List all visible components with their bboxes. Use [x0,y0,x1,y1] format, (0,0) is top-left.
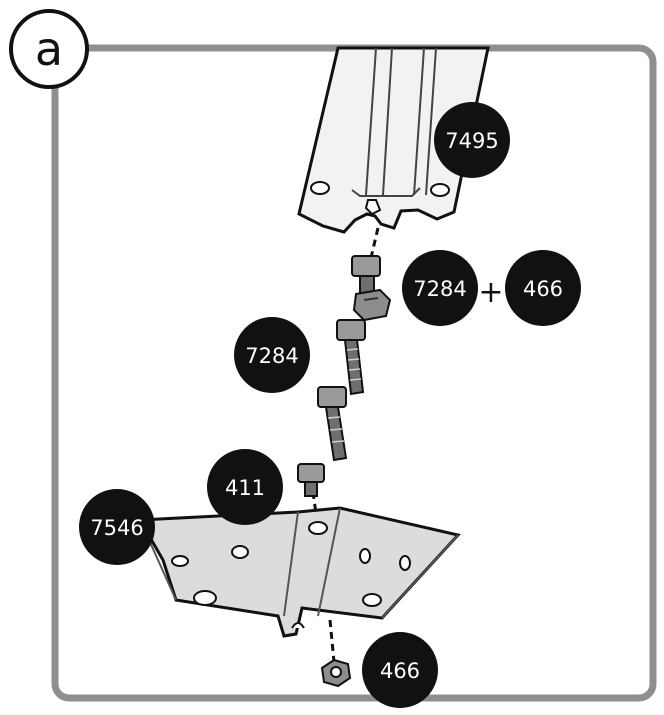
callout-bolt-pair: 7284 [402,250,478,326]
step-label: a [35,22,63,76]
callout-plate: 7546 [79,489,155,565]
svg-text:7284: 7284 [413,277,466,301]
svg-text:466: 466 [380,659,420,683]
rail-icon [297,46,490,234]
svg-text:411: 411 [225,476,265,500]
plus-sign: + [478,275,503,310]
callout-bottom-nut: 466 [362,632,438,708]
short-bolt-icon [297,463,325,497]
carriage-bolt-icon [336,319,366,396]
svg-text:7546: 7546 [90,516,143,540]
bolt-with-nut-icon [351,255,392,322]
step-badge: a [9,9,89,89]
callout-rail: 7495 [434,102,510,178]
svg-text:466: 466 [523,277,563,301]
mounting-plate-icon [137,506,461,638]
assembly-line-lower [328,619,336,663]
hex-nut-icon [320,658,352,688]
callout-nut-pair: 466 [505,250,581,326]
svg-text:7284: 7284 [245,344,298,368]
callout-bolt: 7284 [234,317,310,393]
callout-short-bolt: 411 [207,449,283,525]
svg-text:7495: 7495 [445,129,498,153]
carriage-bolt-lower-icon [317,386,348,462]
